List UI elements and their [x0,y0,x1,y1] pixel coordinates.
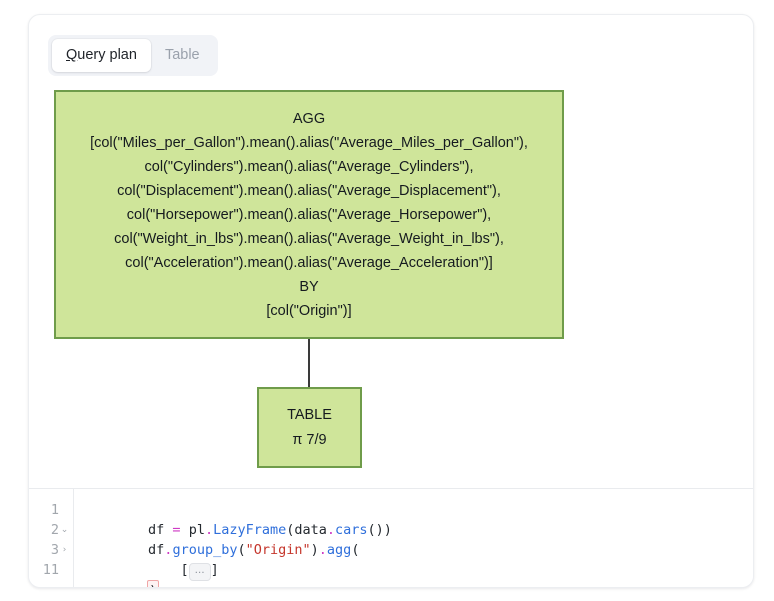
code-token: . [326,522,336,538]
gutter-row: 3 › [29,540,73,560]
tab-query-plan-label: uery plan [77,47,137,63]
gutter-row: 2 ⌄ [29,520,73,540]
line-number: 11 [42,562,59,578]
code-token: . [318,542,327,558]
code-token: ( [237,542,246,558]
tab-table[interactable]: Table [151,39,214,72]
code-token: (data [286,522,327,538]
plan-canvas: AGG [col("Miles_per_Gallon").mean().alia… [29,15,753,488]
code-line-2[interactable]: df.group_by("Origin").agg( [83,520,753,558]
tab-query-plan-accesskey: Q [66,47,78,63]
gutter-row: 1 [29,500,73,520]
code-token: group_by [172,542,238,558]
agg-line-2: col("Cylinders").mean().alias("Average_C… [144,158,474,175]
code-line-1[interactable]: df = pl.LazyFrame(data.cars()) [83,500,753,538]
folded-code-placeholder[interactable]: … [188,563,211,581]
plan-node-agg[interactable]: AGG [col("Miles_per_Gallon").mean().alia… [54,90,564,339]
query-plan-card: Query plan Table AGG [col("Miles_per_Gal… [28,14,754,588]
agg-line-1: [col("Miles_per_Gallon").mean().alias("A… [90,134,528,151]
agg-line-8: [col("Origin")] [266,302,352,319]
code-token: . [164,542,173,558]
code-editor[interactable]: 1 2 ⌄ 3 › 11 df = pl.LazyFrame(data.cars… [29,489,753,587]
agg-line-4: col("Horsepower").mean().alias("Average_… [126,206,492,223]
code-token: df [148,522,173,538]
code-token: = [172,522,181,538]
tab-bar: Query plan Table [48,35,218,76]
code-gutter: 1 2 ⌄ 3 › 11 [29,489,74,587]
agg-line-5: col("Weight_in_lbs").mean().alias("Avera… [114,230,504,247]
fold-expand-icon[interactable]: › [62,545,67,555]
code-token: ] [210,562,219,578]
code-token: df [148,542,165,558]
code-token: "Origin" [245,542,311,558]
code-token: ( [351,542,360,558]
fold-collapse-icon[interactable]: ⌄ [60,525,69,535]
code-token: ()) [367,522,392,538]
code-token: . [204,522,214,538]
code-token: cars [335,522,368,538]
plan-node-table[interactable]: TABLE π 7/9 [257,387,362,468]
line-number: 2 [50,522,59,538]
gutter-row: 11 [29,560,73,580]
table-line-0: TABLE [287,406,332,423]
code-line-11[interactable]: ) [83,560,753,587]
editor-divider [29,488,753,489]
code-token: LazyFrame [213,522,287,538]
table-line-1: π 7/9 [292,431,327,448]
code-token: pl [180,522,205,538]
agg-line-3: col("Displacement").mean().alias("Averag… [117,182,501,199]
matching-paren-highlight: ) [147,580,160,587]
line-number: 1 [50,502,59,518]
agg-line-6: col("Acceleration").mean().alias("Averag… [125,254,493,271]
code-lines[interactable]: df = pl.LazyFrame(data.cars()) df.group_… [74,489,753,587]
code-token: [ [148,562,189,578]
agg-line-0: AGG [292,110,326,127]
code-token: agg [326,542,352,558]
code-line-3[interactable]: […] [83,540,753,581]
agg-line-7: BY [299,278,319,295]
plan-edge-agg-to-table [308,339,310,387]
line-number: 3 [50,542,59,558]
tab-query-plan[interactable]: Query plan [52,39,151,72]
code-token: ) [310,542,319,558]
